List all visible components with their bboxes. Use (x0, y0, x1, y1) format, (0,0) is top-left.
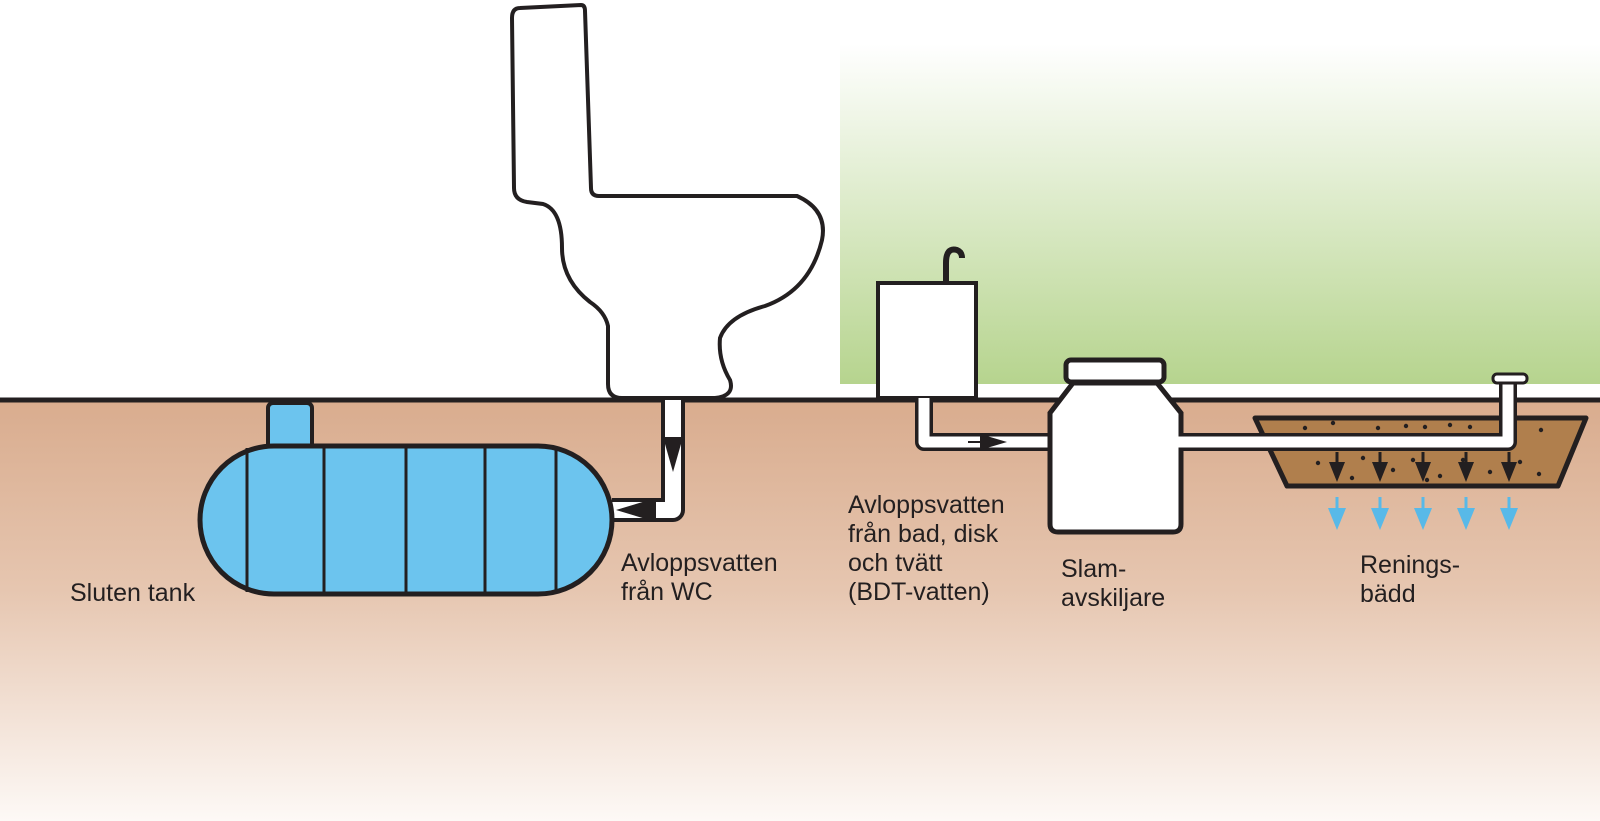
purification-bed-label: Renings- bädd (1360, 551, 1460, 609)
sludge-separator-label: Slam- avskiljare (1061, 555, 1165, 613)
purification-bed-label-line-1: Renings- (1360, 551, 1461, 579)
toilet (509, 2, 825, 400)
bdt-flow-arrow (980, 434, 1007, 450)
closed-tank-label: Sluten tank (70, 579, 195, 608)
sludge-separator (1047, 357, 1184, 535)
closed-tank (197, 401, 615, 597)
closed-tank-label-line: Sluten tank (70, 579, 196, 607)
sludge-separator-label-line-2: avskiljare (1061, 584, 1166, 612)
bdt-water-label-line-1: Avloppsvatten (848, 491, 1005, 519)
purification-bed (1178, 372, 1589, 489)
bdt-water-label: Avloppsvatten från bad, disk och tvätt (… (848, 491, 1005, 607)
bdt-water-label-line-3: och tvätt (848, 549, 943, 577)
wc-flow-arrow-left (616, 498, 656, 522)
sink (876, 246, 978, 400)
wc-water-label-line-1: Avloppsvatten (621, 549, 778, 577)
sludge-separator-label-line-1: Slam- (1061, 555, 1127, 583)
bdt-water-label-line-2: från bad, disk (848, 520, 999, 548)
purification-bed-label-line-2: bädd (1360, 580, 1416, 608)
wc-water-label-line-2: från WC (621, 578, 713, 606)
wc-flow-arrow-down (663, 437, 683, 472)
wc-water-label: Avloppsvatten från WC (621, 549, 778, 607)
infiltration-arrows (1328, 497, 1518, 530)
bdt-water-label-line-4: (BDT-vatten) (848, 578, 990, 606)
